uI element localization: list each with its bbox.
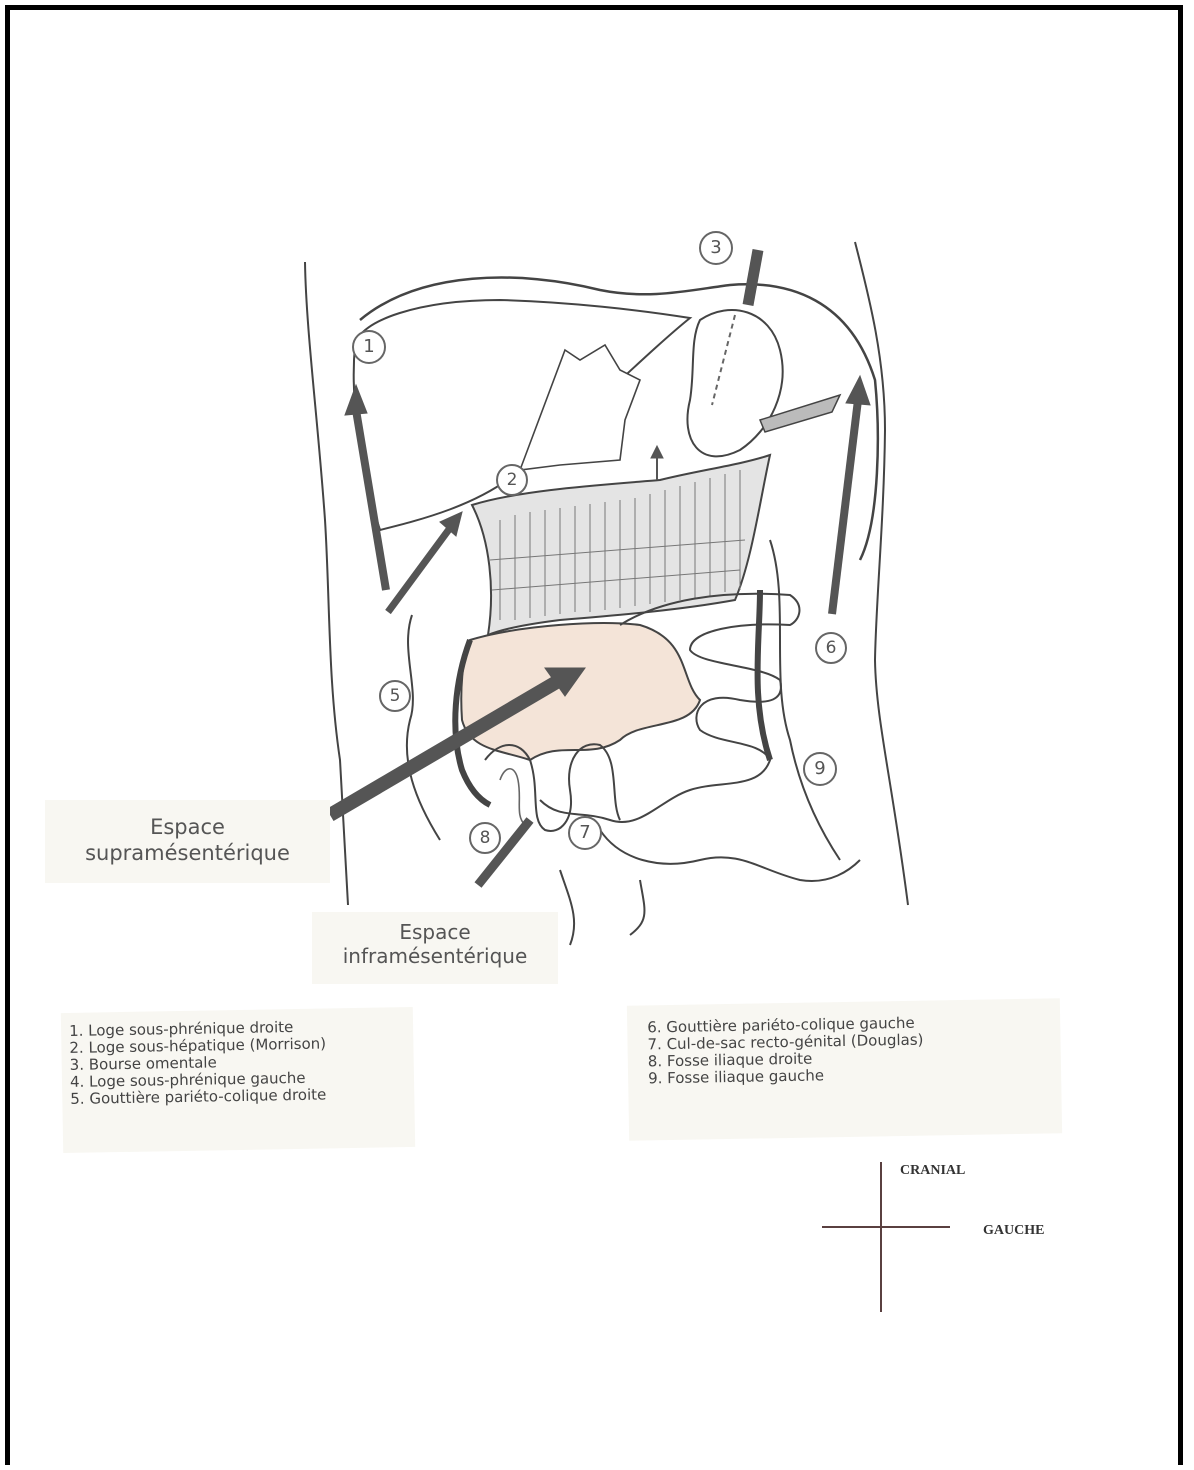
label-cranial: CRANIAL — [900, 1163, 965, 1179]
label-gauche: GAUCHE — [983, 1223, 1044, 1239]
